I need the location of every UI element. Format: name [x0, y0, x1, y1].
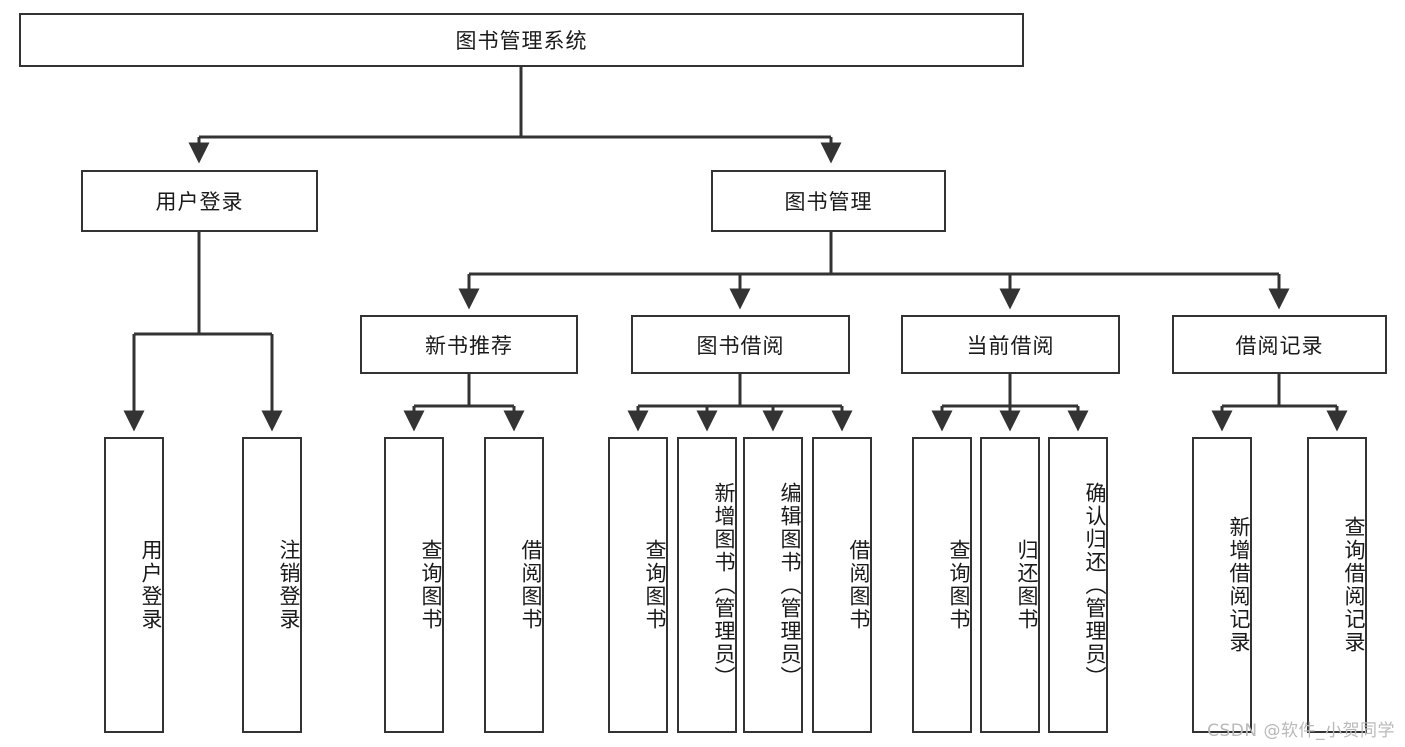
leaf-query-book-2-label: 查询图书 — [643, 539, 667, 631]
node-new-book-rec-label: 新书推荐 — [425, 333, 513, 358]
leaf-confirm-return[interactable]: 确认归还（管理员） — [1048, 437, 1108, 733]
node-user-login-label: 用户登录 — [155, 190, 244, 214]
node-book-borrow-label: 图书借阅 — [696, 333, 785, 358]
leaf-user-login-label: 用户登录 — [139, 539, 163, 631]
leaf-query-book-3-label: 查询图书 — [947, 539, 971, 631]
node-new-book-rec[interactable]: 新书推荐 — [360, 315, 578, 374]
node-borrow-record[interactable]: 借阅记录 — [1172, 315, 1387, 374]
leaf-query-record[interactable]: 查询借阅记录 — [1307, 437, 1367, 733]
node-root[interactable]: 图书管理系统 — [19, 13, 1024, 67]
leaf-query-book-2[interactable]: 查询图书 — [608, 437, 668, 733]
node-book-manage-label: 图书管理 — [784, 190, 873, 214]
leaf-borrow-book-1[interactable]: 借阅图书 — [484, 437, 544, 733]
leaf-confirm-return-label: 确认归还（管理员） — [1083, 481, 1107, 689]
leaf-add-record[interactable]: 新增借阅记录 — [1192, 437, 1252, 733]
leaf-user-login[interactable]: 用户登录 — [104, 437, 164, 733]
leaf-add-record-label: 新增借阅记录 — [1227, 516, 1251, 654]
node-current-borrow-label: 当前借阅 — [966, 333, 1055, 358]
node-book-borrow[interactable]: 图书借阅 — [631, 315, 850, 374]
leaf-return-book[interactable]: 归还图书 — [980, 437, 1040, 733]
node-borrow-record-label: 借阅记录 — [1235, 333, 1324, 358]
leaf-edit-book[interactable]: 编辑图书（管理员） — [743, 437, 803, 733]
leaf-query-book-1[interactable]: 查询图书 — [384, 437, 444, 733]
csdn-watermark: CSDN @软件_小贺同学 — [1207, 721, 1395, 741]
leaf-return-book-label: 归还图书 — [1015, 539, 1039, 631]
leaf-borrow-book-1-label: 借阅图书 — [519, 539, 543, 631]
leaf-edit-book-label: 编辑图书（管理员） — [778, 481, 802, 689]
node-book-manage[interactable]: 图书管理 — [711, 170, 946, 232]
leaf-query-record-label: 查询借阅记录 — [1342, 516, 1366, 654]
leaf-borrow-book-2-label: 借阅图书 — [847, 539, 871, 631]
leaf-logout-label: 注销登录 — [277, 539, 301, 631]
leaf-query-book-1-label: 查询图书 — [419, 539, 443, 631]
leaf-logout[interactable]: 注销登录 — [242, 437, 302, 733]
leaf-add-book-label: 新增图书（管理员） — [712, 481, 736, 689]
leaf-add-book[interactable]: 新增图书（管理员） — [677, 437, 737, 733]
leaf-query-book-3[interactable]: 查询图书 — [912, 437, 972, 733]
node-user-login[interactable]: 用户登录 — [81, 170, 318, 232]
node-current-borrow[interactable]: 当前借阅 — [901, 315, 1120, 374]
leaf-borrow-book-2[interactable]: 借阅图书 — [812, 437, 872, 733]
node-root-label: 图书管理系统 — [455, 29, 588, 53]
